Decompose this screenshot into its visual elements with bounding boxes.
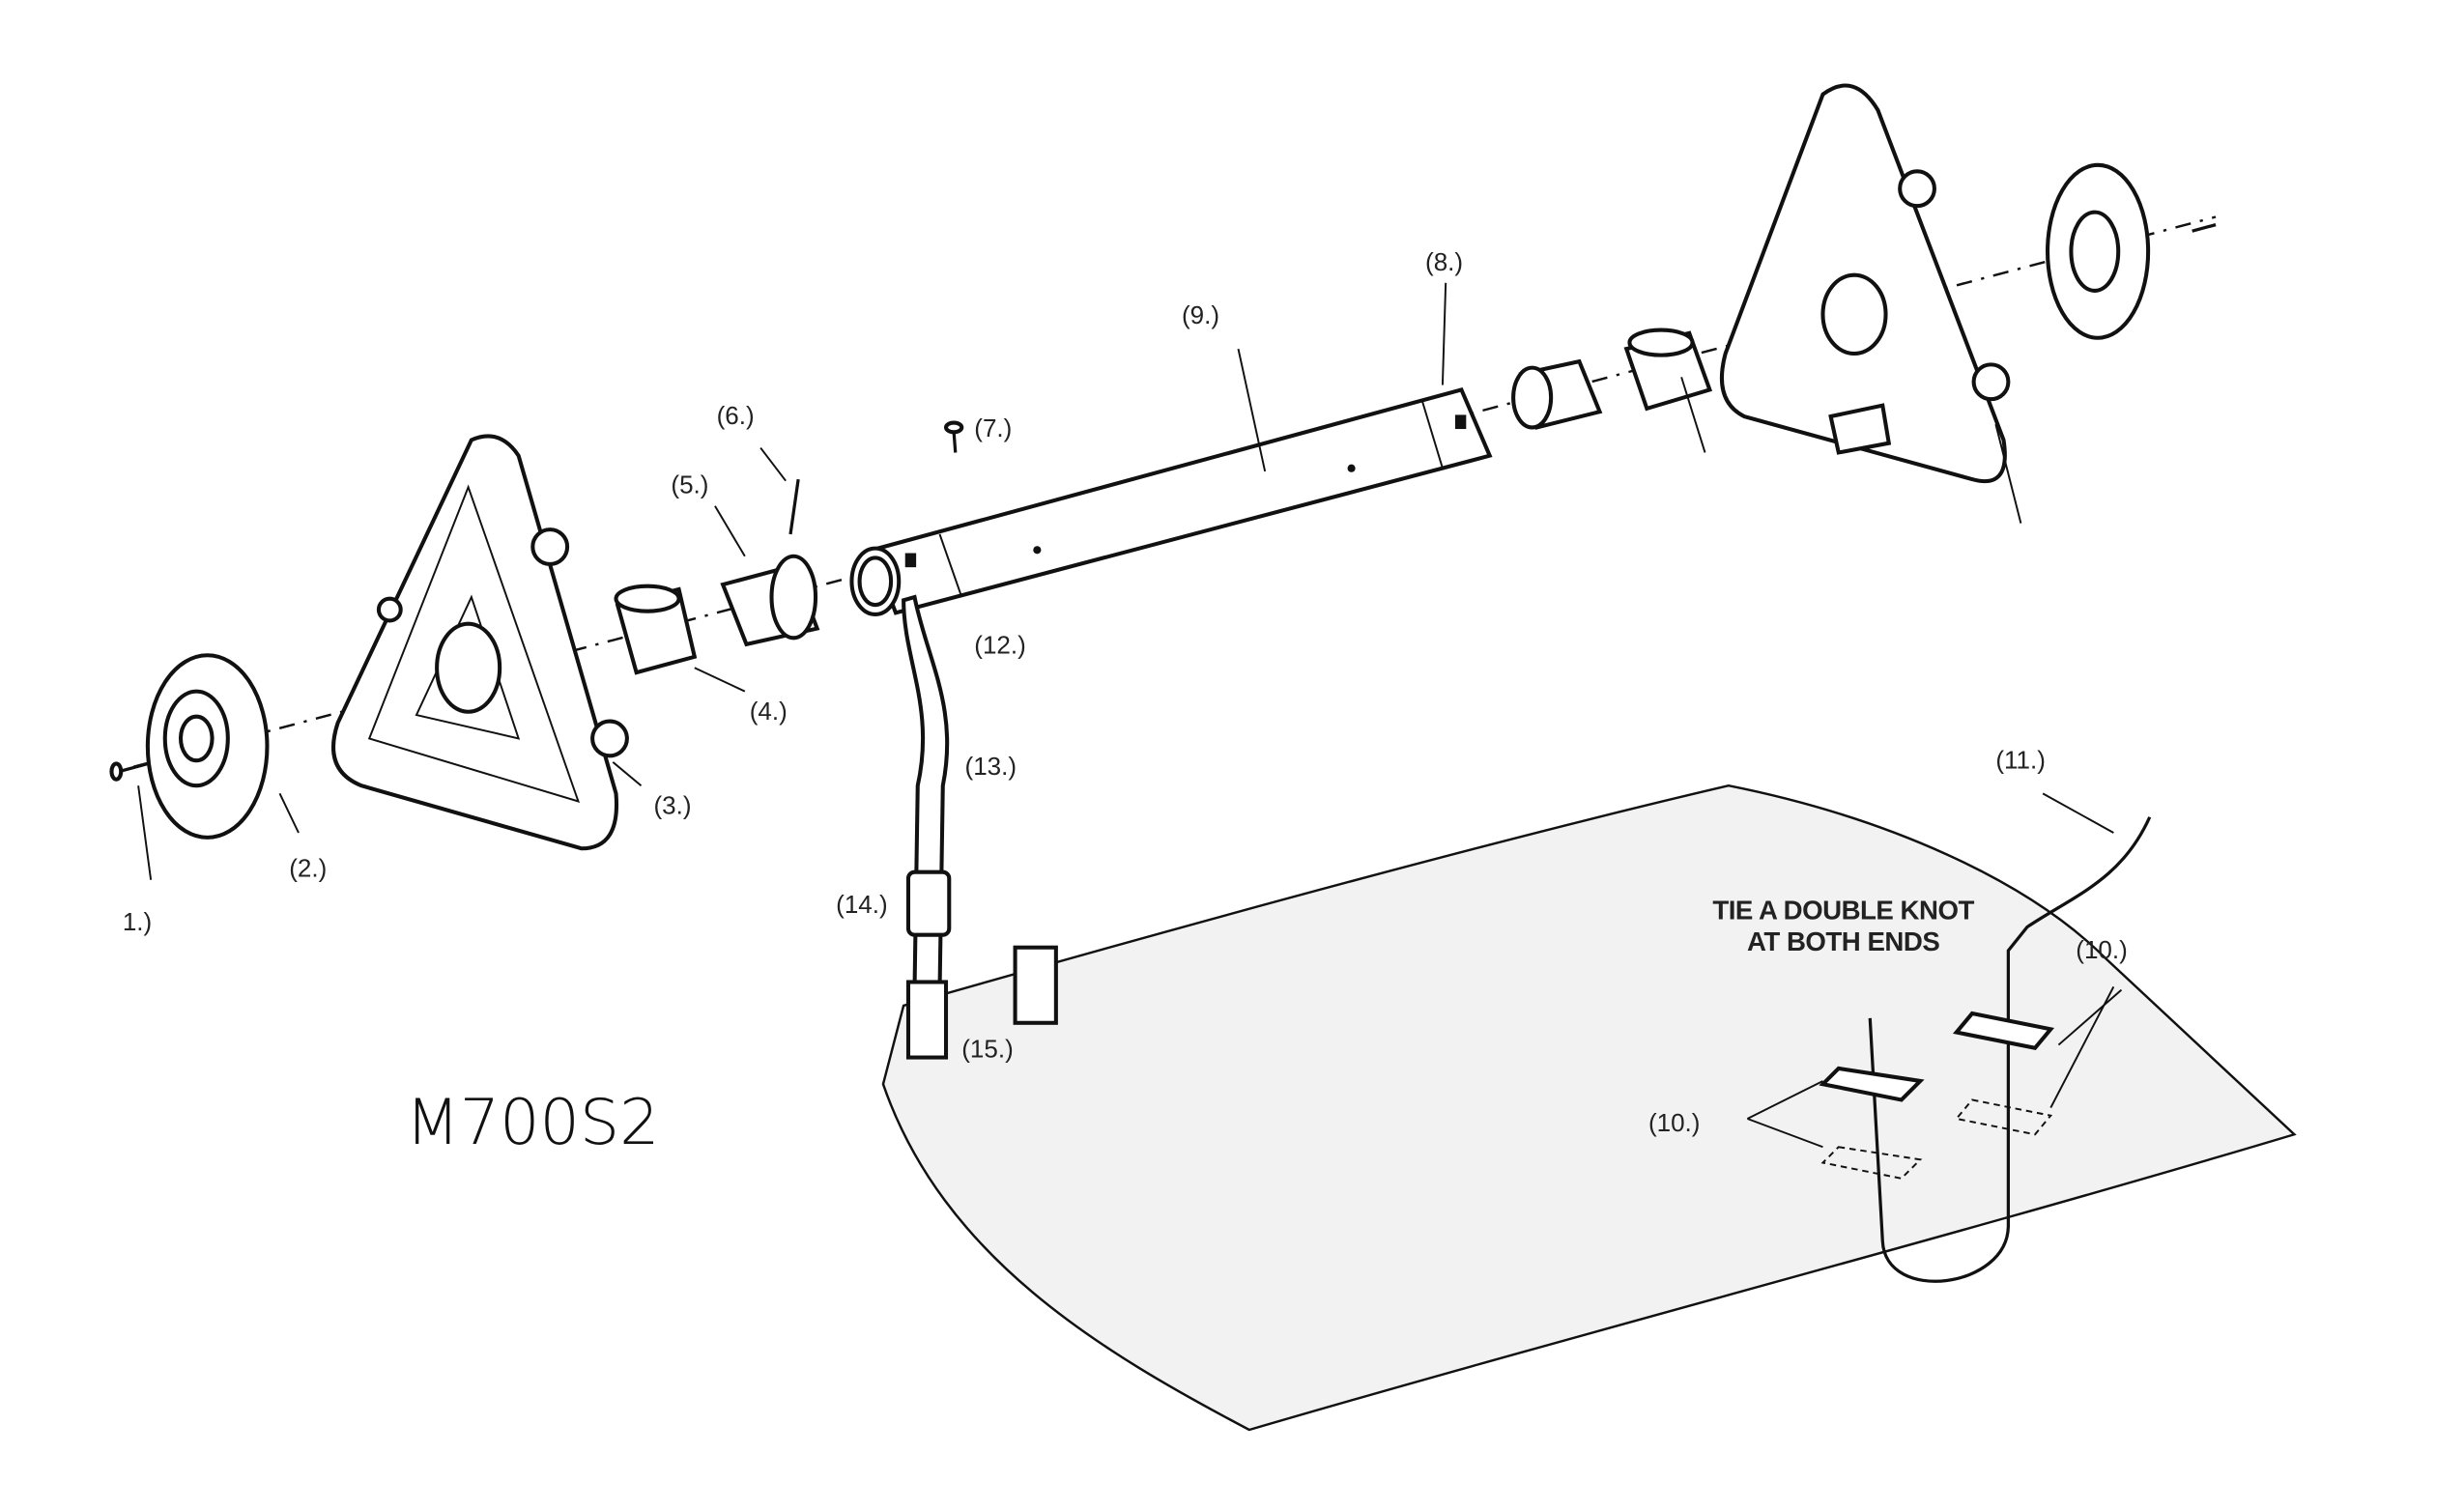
rope-11 [1819,816,2152,1283]
label-part-4: (4.) [750,697,788,726]
buckle-14 [905,869,952,937]
label-part-7: (7.) [974,413,1012,442]
bushing-right-1 [1511,358,1603,430]
label-part-13: (13.) [965,752,1017,781]
label-part-15: (15.) [961,1035,1014,1064]
model-number: M700S2 [406,1087,660,1159]
roller-tube [849,386,1493,616]
end-cap-disc-left [145,653,270,840]
pin-6 [788,478,800,535]
note-line-1: TIE A DOUBLE KNOT [1712,895,1974,925]
label-part-6: (6.) [717,401,755,430]
label-part-2: (2.) [289,854,327,883]
note-line-2: AT BOTH ENDS [1747,926,1939,956]
label-part-3: (3.) [654,790,692,819]
cover-sheet [881,783,2297,1432]
bushing-right-2 [1623,328,1713,412]
triangle-end-plate-left [330,434,629,851]
strap-13 [902,594,1058,1060]
label-part-10-left: (10.) [1648,1108,1700,1137]
end-cap-disc-right [2046,162,2151,340]
label-part-5: (5.) [671,470,708,499]
leader-lines [137,282,2123,1149]
bushing-5 [720,554,820,647]
label-part-8: (8.) [1425,247,1463,276]
bushing-4 [614,584,698,675]
label-part-9: (9.) [1182,300,1219,329]
screw-right [2192,223,2217,233]
strap-anchor [905,980,949,1060]
label-part-1: 1.) [123,907,152,936]
anchor-15 [1013,945,1058,1025]
label-part-14: (14.) [836,890,888,919]
label-part-12: (12.) [974,631,1025,660]
label-part-10-right: (10.) [2076,935,2128,964]
screw-7 [943,420,964,453]
triangle-end-plate-right [1720,83,2011,484]
label-part-11: (11.) [1995,745,2046,774]
